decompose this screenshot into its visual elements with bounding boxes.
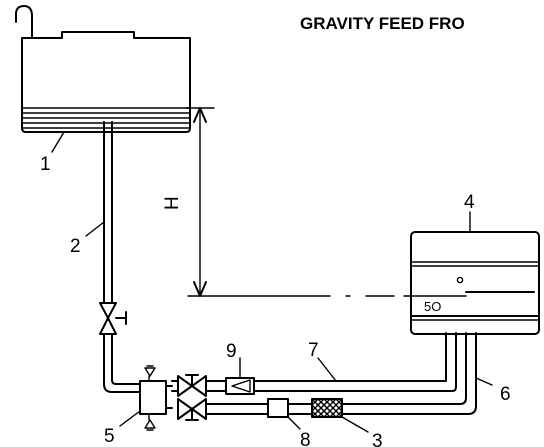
label-5: 5 — [104, 426, 115, 447]
indicator-dot — [456, 276, 464, 284]
label-2: 2 — [70, 236, 81, 257]
consumer-unit: 5O — [410, 231, 540, 335]
supply-line — [205, 332, 477, 418]
check-valve — [205, 377, 255, 395]
label-1: 1 — [40, 154, 51, 175]
label-7: 7 — [308, 340, 319, 361]
callouts: 1 2 4 6 7 9 5 8 3 — [40, 131, 511, 447]
diagram-title: GRAVITY FEED FRO — [300, 14, 465, 33]
filter — [311, 398, 343, 418]
supply-tank — [15, 5, 191, 133]
tank-liquid-level — [21, 107, 191, 129]
label-4: 4 — [464, 192, 475, 213]
unit-housing — [410, 231, 540, 335]
vent-pipe — [15, 5, 33, 39]
outlet-pipe — [103, 121, 113, 304]
label-3: 3 — [372, 431, 383, 447]
height-dimension: H — [162, 107, 467, 297]
return-valve — [171, 374, 207, 397]
tank-lid — [21, 31, 191, 39]
label-8: 8 — [300, 430, 311, 447]
tank-body — [21, 37, 191, 133]
label-6: 6 — [500, 384, 511, 405]
supply-pipe-lower — [103, 333, 141, 393]
supply-valve — [177, 398, 207, 421]
manifold-block — [139, 365, 173, 431]
shutoff-valve — [99, 302, 127, 335]
height-label: H — [162, 196, 183, 210]
return-line — [253, 332, 457, 392]
label-9: 9 — [226, 341, 237, 362]
gauge-label: 5O — [424, 299, 441, 314]
